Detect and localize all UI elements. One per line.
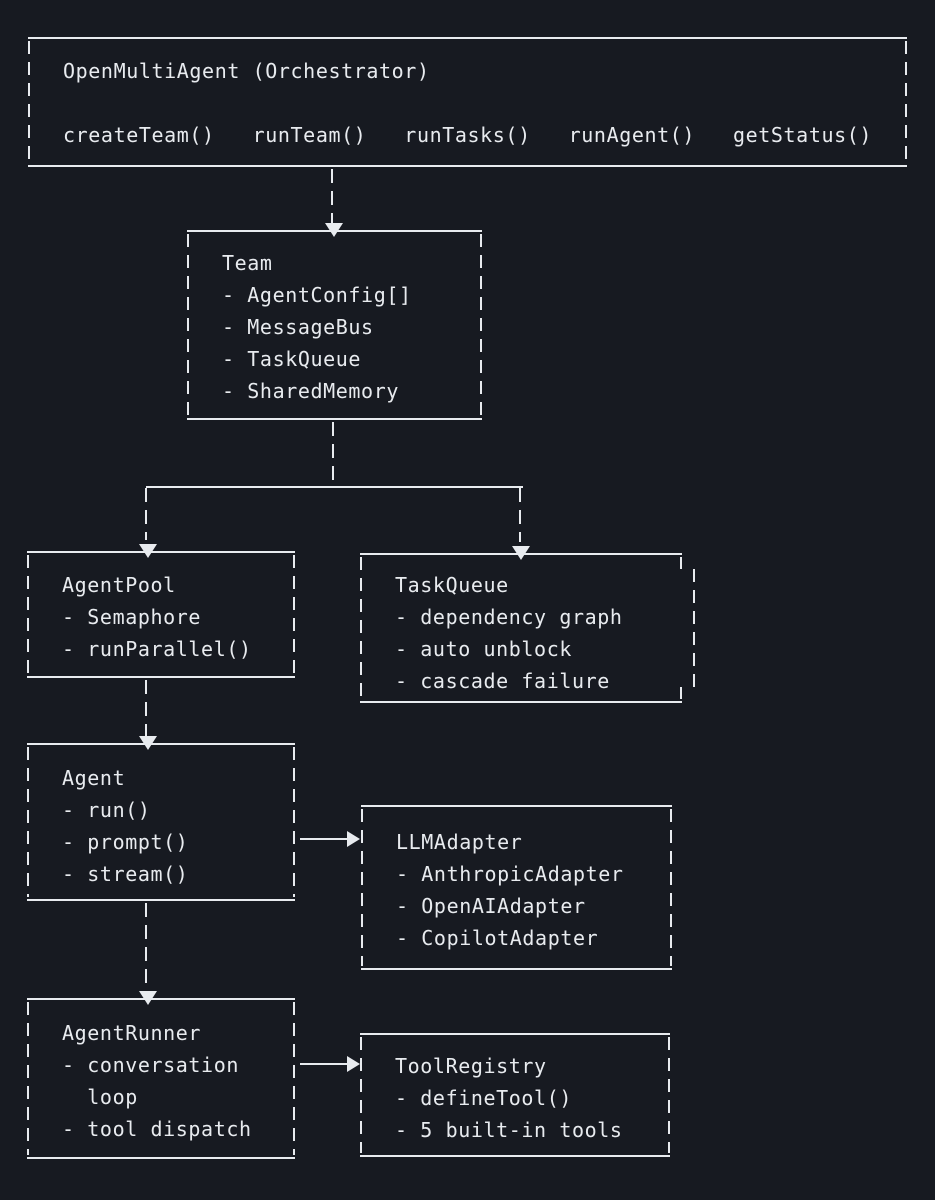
arrow-right-icon: [347, 1056, 360, 1072]
llm-adapter-title: LLMAdapter: [396, 830, 523, 854]
orchestrator-title: OpenMultiAgent (Orchestrator): [63, 59, 430, 83]
box-agent-runner: AgentRunner - conversation loop - tool d…: [27, 998, 295, 1159]
box-agent: Agent - run() - prompt() - stream(): [27, 743, 295, 901]
box-orchestrator: OpenMultiAgent (Orchestrator) createTeam…: [28, 37, 907, 167]
agent-runner-title: AgentRunner: [62, 1021, 202, 1045]
team-title: Team: [222, 251, 273, 275]
agent-item: - stream(): [62, 862, 189, 886]
agent-pool-item: - runParallel(): [62, 637, 252, 661]
connector-branch-agentpool: [145, 488, 147, 540]
agent-runner-item: - tool dispatch: [62, 1117, 252, 1141]
connector-agent-llmadapter: [300, 838, 347, 840]
team-item: - AgentConfig[]: [222, 283, 412, 307]
tool-registry-item: - 5 built-in tools: [395, 1118, 623, 1142]
agent-item: - prompt(): [62, 830, 189, 854]
llm-adapter-item: - OpenAIAdapter: [396, 894, 586, 918]
connector-agentpool-agent: [145, 680, 147, 736]
team-item: - SharedMemory: [222, 379, 399, 403]
tool-registry-item: - defineTool(): [395, 1086, 572, 1110]
branch-line: [146, 486, 523, 488]
agent-item: - run(): [62, 798, 151, 822]
box-agent-pool: AgentPool - Semaphore - runParallel(): [27, 551, 295, 678]
agent-runner-item: - conversation: [62, 1053, 239, 1077]
task-queue-item: - cascade failure: [395, 669, 610, 693]
box-llm-adapter: LLMAdapter - AnthropicAdapter - OpenAIAd…: [361, 805, 672, 970]
llm-adapter-item: - AnthropicAdapter: [396, 862, 624, 886]
agent-pool-item: - Semaphore: [62, 605, 202, 629]
connector-branch-taskqueue: [519, 488, 521, 542]
task-queue-item: - auto unblock: [395, 637, 572, 661]
corner-nub: [680, 687, 682, 699]
blank-line: [28, 87, 907, 119]
agent-title: Agent: [62, 766, 126, 790]
arrow-right-icon: [347, 831, 360, 847]
box-task-queue: TaskQueue - dependency graph - auto unbl…: [360, 553, 695, 703]
connector-team-branch: [332, 422, 334, 486]
connector-orchestrator-team: [331, 169, 333, 223]
connector-agent-agentrunner: [145, 903, 147, 991]
team-item: - MessageBus: [222, 315, 374, 339]
task-queue-title: TaskQueue: [395, 573, 509, 597]
tool-registry-title: ToolRegistry: [395, 1054, 547, 1078]
agent-runner-item: loop: [62, 1085, 138, 1109]
orchestrator-methods: createTeam() runTeam() runTasks() runAge…: [63, 123, 873, 147]
box-tool-registry: ToolRegistry - defineTool() - 5 built-in…: [360, 1033, 670, 1157]
task-queue-item: - dependency graph: [395, 605, 623, 629]
box-team: Team - AgentConfig[] - MessageBus - Task…: [187, 230, 482, 420]
agent-pool-title: AgentPool: [62, 573, 176, 597]
connector-agentrunner-toolregistry: [300, 1063, 347, 1065]
team-item: - TaskQueue: [222, 347, 362, 371]
llm-adapter-item: - CopilotAdapter: [396, 926, 599, 950]
corner-nub: [680, 557, 682, 569]
